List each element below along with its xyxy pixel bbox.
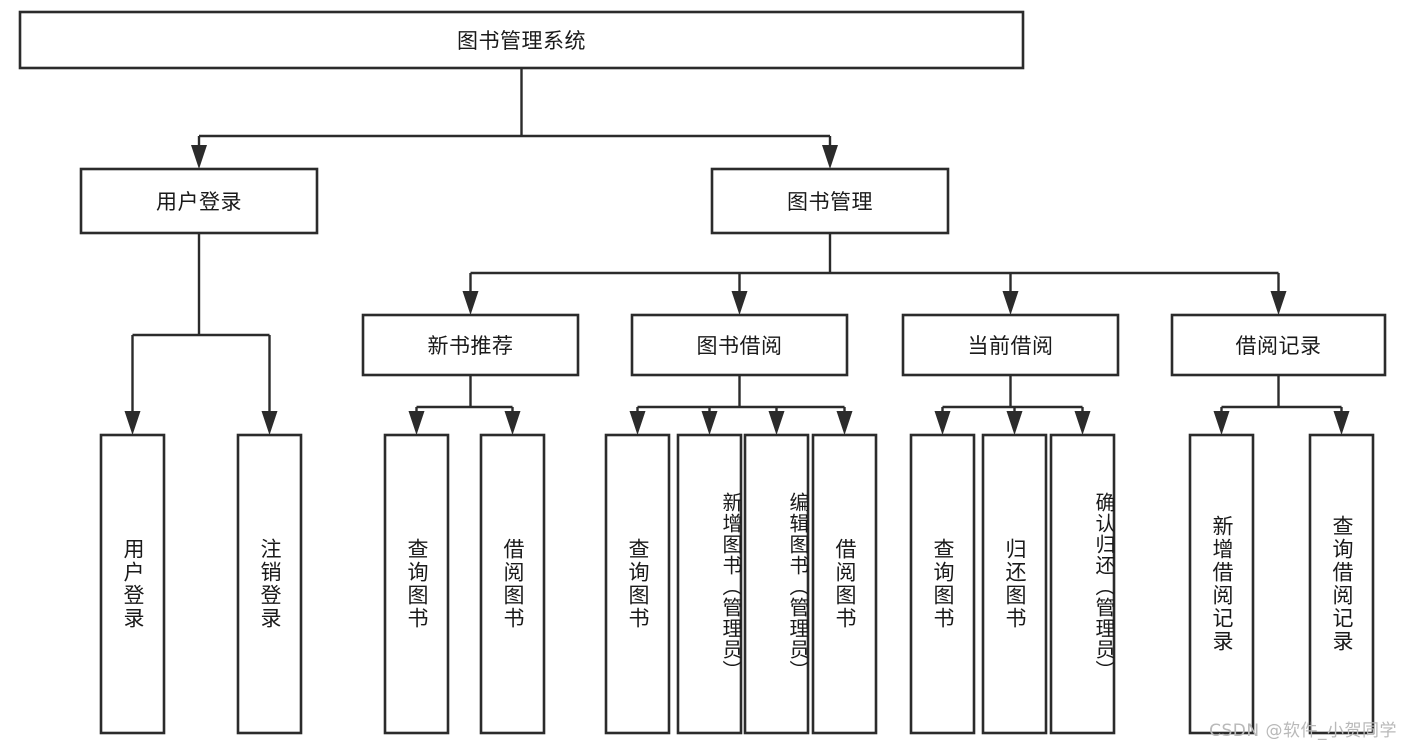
node-box-borrow-records[interactable] bbox=[1170, 313, 1387, 377]
node-box-leaf-query-books-borrow[interactable] bbox=[604, 433, 671, 735]
arrow-head-icon bbox=[1074, 411, 1091, 435]
connector-new-book-recommend-bus bbox=[408, 375, 521, 435]
node-box-current-borrow[interactable] bbox=[901, 313, 1120, 377]
arrow-head-icon bbox=[1002, 291, 1019, 315]
arrow-head-icon bbox=[1333, 411, 1350, 435]
arrow-head-icon bbox=[124, 411, 141, 435]
arrow-head-icon bbox=[1213, 411, 1230, 435]
connector-book-management-bus bbox=[462, 233, 1287, 315]
arrow-head-icon bbox=[261, 411, 278, 435]
node-box-user-login[interactable] bbox=[79, 167, 319, 235]
node-box-leaf-query-books-current[interactable] bbox=[909, 433, 976, 735]
node-box-book-management[interactable] bbox=[710, 167, 950, 235]
arrow-head-icon bbox=[408, 411, 425, 435]
node-box-book-borrow[interactable] bbox=[630, 313, 849, 377]
connector-root-bus bbox=[191, 68, 838, 169]
arrow-head-icon bbox=[629, 411, 646, 435]
arrow-head-icon bbox=[836, 411, 853, 435]
connector-layer bbox=[124, 68, 1350, 435]
arrow-head-icon bbox=[191, 145, 207, 169]
arrow-head-icon bbox=[822, 145, 838, 169]
arrow-head-icon bbox=[701, 411, 718, 435]
connector-book-borrow-bus bbox=[629, 375, 853, 435]
node-box-leaf-confirm-return-admin[interactable] bbox=[1049, 433, 1116, 735]
arrow-head-icon bbox=[1006, 411, 1023, 435]
node-box-leaf-query-books-recommend[interactable] bbox=[383, 433, 450, 735]
arrow-head-icon bbox=[462, 291, 479, 315]
node-box-leaf-borrow-books[interactable] bbox=[811, 433, 878, 735]
node-box-new-book-recommend[interactable] bbox=[361, 313, 580, 377]
arrow-head-icon bbox=[768, 411, 785, 435]
arrow-head-icon bbox=[504, 411, 521, 435]
node-box-leaf-return-books[interactable] bbox=[981, 433, 1048, 735]
node-box-leaf-user-login[interactable] bbox=[99, 433, 166, 735]
node-box-leaf-add-borrow-record[interactable] bbox=[1188, 433, 1255, 735]
node-box-leaf-edit-book-admin[interactable] bbox=[743, 433, 810, 735]
node-box-leaf-logout[interactable] bbox=[236, 433, 303, 735]
connector-user-login-bus bbox=[124, 233, 278, 435]
node-box-root[interactable] bbox=[18, 10, 1025, 70]
node-box-leaf-query-borrow-record[interactable] bbox=[1308, 433, 1375, 735]
node-shape-layer bbox=[18, 10, 1387, 735]
arrow-head-icon bbox=[1270, 291, 1287, 315]
connector-current-borrow-bus bbox=[934, 375, 1091, 435]
arrow-head-icon bbox=[731, 291, 748, 315]
node-box-leaf-borrow-books-recommend[interactable] bbox=[479, 433, 546, 735]
connector-borrow-records-bus bbox=[1213, 375, 1350, 435]
node-box-leaf-add-book-admin[interactable] bbox=[676, 433, 743, 735]
arrow-head-icon bbox=[934, 411, 951, 435]
